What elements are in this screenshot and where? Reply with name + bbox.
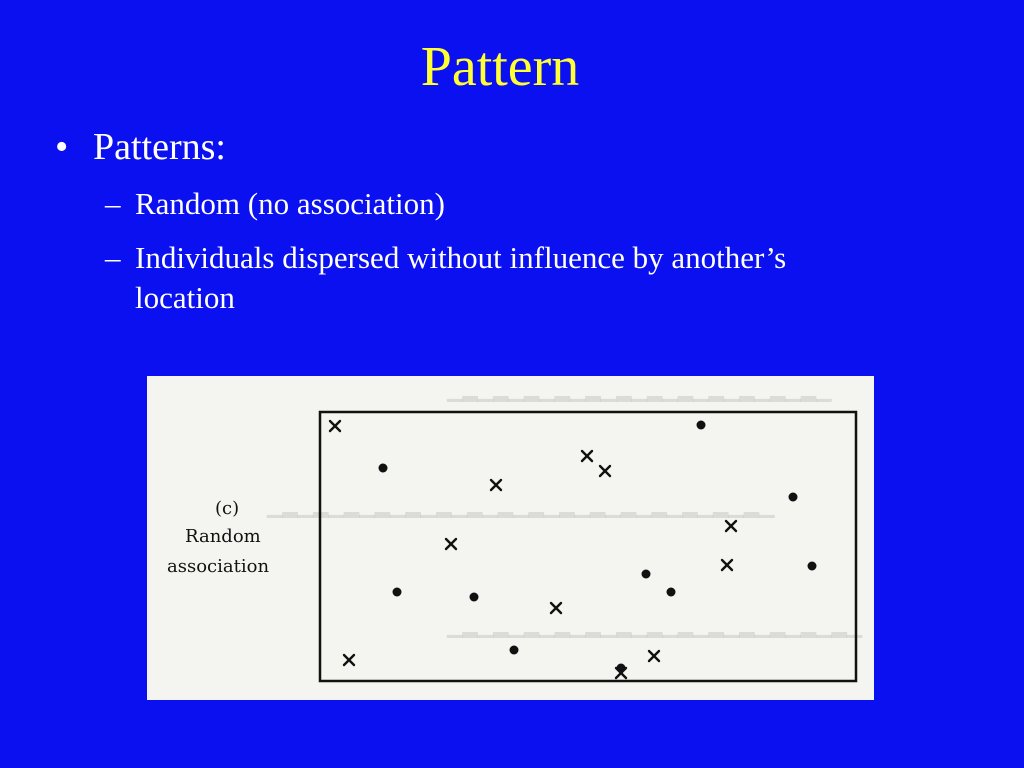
subbullet-item: – Individuals dispersed without influenc… — [55, 238, 855, 318]
panel-caption-line1: Random — [185, 526, 261, 547]
dot-mark — [696, 420, 706, 430]
scatter-plot — [318, 410, 858, 683]
dot-mark — [392, 587, 402, 597]
dot-mark — [378, 463, 388, 473]
x-mark — [598, 464, 612, 478]
x-mark — [342, 653, 356, 667]
subbullet-marker: – — [105, 186, 121, 221]
x-mark — [720, 558, 734, 572]
showthrough-texture: ▁▂▁▂▁▂▁▂▁▂▁▂▁▂▁▂▁▂▁▂▁▂▁▂▁▂▁▂▁▂▁▂▁ — [267, 496, 775, 518]
dot-mark — [807, 561, 817, 571]
x-mark — [614, 666, 628, 680]
bullet-text: Patterns: — [93, 126, 226, 168]
slide-title: Pattern — [420, 36, 580, 98]
dot-mark — [641, 569, 651, 579]
x-mark — [328, 419, 342, 433]
dot-mark — [666, 587, 676, 597]
x-mark — [724, 519, 738, 533]
bullet-marker: • — [55, 126, 69, 168]
marks-layer — [328, 419, 817, 680]
subbullet-item: – Random (no association) — [55, 184, 855, 224]
subbullet-marker: – — [105, 240, 121, 275]
dot-mark — [788, 492, 798, 502]
subbullet-text: Individuals dispersed without influence … — [135, 240, 787, 315]
random-association-figure: ▁▂▁▂▁▂▁▂▁▂▁▂▁▂▁▂▁▂▁▂▁▂▁▂▁ ▁▂▁▂▁▂▁▂▁▂▁▂▁▂… — [147, 376, 874, 700]
dot-mark — [509, 645, 519, 655]
x-mark — [444, 537, 458, 551]
x-mark — [647, 649, 661, 663]
bullet-item: • Patterns: — [55, 124, 855, 170]
bullet-list: • Patterns: – Random (no association) – … — [55, 124, 855, 318]
x-mark — [489, 478, 503, 492]
panel-caption-line2: association — [167, 556, 270, 577]
showthrough-texture: ▁▂▁▂▁▂▁▂▁▂▁▂▁▂▁▂▁▂▁▂▁▂▁▂▁ — [447, 380, 832, 402]
dot-mark — [469, 592, 479, 602]
plot-frame — [318, 410, 858, 683]
showthrough-texture: ▁▂▁▂▁▂▁▂▁▂▁▂▁▂▁▂▁▂▁▂▁▂▁▂▁▂▁ — [447, 616, 863, 638]
panel-label: (c) — [215, 498, 240, 519]
x-mark — [580, 449, 594, 463]
x-mark — [549, 601, 563, 615]
subbullet-text: Random (no association) — [135, 186, 445, 221]
